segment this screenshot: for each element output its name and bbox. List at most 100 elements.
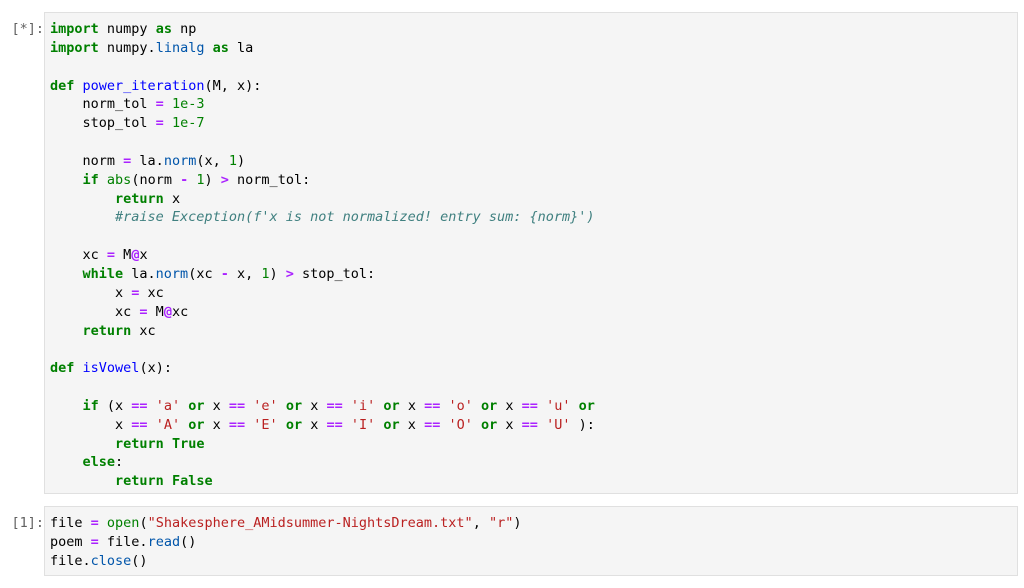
code-line: return True [50, 435, 1017, 454]
code-token: close [90, 552, 132, 569]
code-token: == [228, 397, 246, 414]
code-token [278, 398, 286, 414]
code-token [50, 398, 83, 414]
code-editor[interactable]: file = open("Shakesphere_AMidsummer-Nigh… [44, 506, 1018, 576]
code-token: or [481, 397, 498, 414]
code-token [164, 96, 172, 112]
code-token: file. [98, 533, 148, 550]
cell-prompt: [1]: [11, 515, 44, 531]
code-token: == [326, 397, 343, 414]
code-token: : [115, 454, 124, 471]
code-line: x == 'A' or x == 'E' or x == 'I' or x ==… [50, 416, 1017, 435]
code-token: , [472, 515, 489, 531]
code-token: 1 [228, 152, 237, 169]
code-token: xc [139, 284, 164, 301]
code-line: def isVowel(x): [50, 359, 1017, 378]
code-token: = [90, 533, 99, 550]
code-line: xc = M@xc [50, 303, 1017, 322]
code-token: x [204, 416, 229, 433]
code-token: numpy. [98, 39, 156, 56]
code-token: xc [171, 303, 189, 320]
code-token: x [163, 190, 181, 207]
code-token: file [50, 515, 91, 531]
code-token: @ [163, 303, 172, 320]
code-token: (x): [139, 360, 172, 377]
code-token: == [228, 416, 246, 433]
code-token: == [131, 397, 148, 414]
code-token: = [139, 303, 148, 320]
code-token [50, 436, 115, 452]
code-token: norm [50, 152, 124, 169]
code-token: norm [163, 152, 197, 169]
code-line: #raise Exception(f'x is not normalized! … [50, 208, 1017, 227]
code-token: 'O' [448, 416, 473, 433]
code-line: return False [50, 472, 1017, 491]
code-line: if (x == 'a' or x == 'e' or x == 'i' or … [50, 397, 1017, 416]
code-token: - [180, 171, 189, 188]
code-token: (x [98, 397, 132, 414]
code-token: 'u' [546, 397, 571, 414]
code-token: True [171, 435, 205, 452]
code-token: = [90, 515, 99, 531]
code-token: (norm [131, 171, 181, 188]
code-token: () [131, 552, 148, 569]
code-token: linalg [155, 39, 205, 56]
code-token: 1 [261, 265, 270, 282]
code-token [180, 398, 188, 414]
code-token: def [50, 77, 75, 94]
code-token: = [155, 115, 164, 132]
code-token: or [188, 397, 205, 414]
code-token: 1e-3 [171, 96, 205, 113]
code-token: np [171, 21, 197, 37]
code-token: file. [50, 552, 91, 569]
code-token: (x, [196, 152, 229, 169]
code-token: return [115, 473, 164, 490]
code-token: abs [106, 171, 132, 188]
code-line [50, 340, 1017, 359]
code-token: as [212, 39, 229, 56]
code-token: x [50, 416, 132, 433]
code-token: poem [50, 533, 91, 550]
code-token [164, 115, 172, 131]
code-token: ) [204, 171, 221, 188]
code-token [473, 398, 481, 414]
code-token: return [115, 435, 164, 452]
code-token: 'a' [155, 397, 181, 414]
code-token: stop_tol [50, 115, 156, 132]
code-token: 'i' [350, 397, 376, 414]
code-token [74, 78, 82, 94]
code-token: or [188, 416, 205, 433]
code-token: or [383, 397, 400, 414]
code-token: M [115, 247, 132, 264]
code-token [538, 398, 546, 414]
code-token [164, 436, 172, 452]
code-token: 'A' [155, 416, 181, 433]
code-token: or [285, 416, 303, 433]
code-token: x [302, 397, 327, 414]
code-token [148, 417, 156, 433]
code-line [50, 227, 1017, 246]
code-token: la. [123, 265, 156, 282]
code-token: 'E' [253, 416, 278, 433]
code-token: == [326, 416, 343, 433]
code-token: import [50, 21, 99, 37]
code-token: "Shakesphere_AMidsummer-NightsDream.txt" [147, 515, 473, 531]
code-token: x [399, 416, 425, 433]
code-token: if [82, 397, 99, 414]
code-token: power_iteration [82, 77, 205, 94]
code-token [50, 454, 83, 470]
code-token: import [50, 39, 99, 56]
code-token: norm_tol: [228, 171, 311, 188]
code-line: def power_iteration(M, x): [50, 77, 1017, 96]
code-token: x [139, 247, 148, 264]
code-token [343, 417, 351, 433]
code-token: xc [50, 247, 107, 264]
code-token: norm_tol [50, 96, 156, 113]
code-token [343, 398, 351, 414]
code-token: x, [228, 265, 262, 282]
code-line: import numpy.linalg as la [50, 39, 1017, 58]
code-token: stop_tol: [293, 265, 376, 282]
code-line: return xc [50, 322, 1017, 341]
